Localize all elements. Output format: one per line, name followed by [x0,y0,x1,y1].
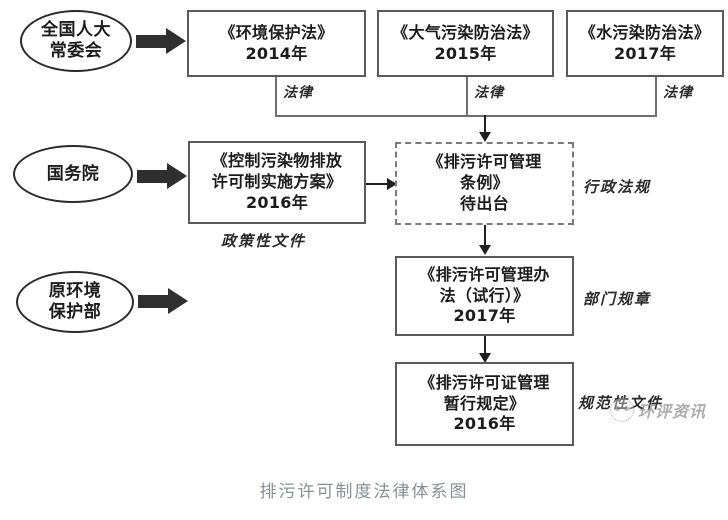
arrow-head [479,245,491,255]
arrow-plan-to-regulation [366,178,397,190]
law-title: 《水污染防治法》 [579,22,711,42]
tier-label-normative-document: 规范性文件 [578,394,664,412]
actor-label: 全国人大 常委会 [41,20,111,61]
arrow-npc-to-laws [136,28,186,54]
doc-year: 2016年 [245,192,309,212]
doc-title: 《排污许可管理办 法（试行）》 [419,264,550,305]
doc-emission-permit-interim-provisions[interactable]: 《排污许可证管理 暂行规定》 2016年 [395,362,574,446]
doc-emission-permit-implementation-plan[interactable]: 《控制污染物排放 许可制实施方案》 2016年 [188,141,366,224]
arrow-head [167,163,187,189]
connector-law1-drop [275,77,277,117]
actor-former-mep[interactable]: 原环境 保护部 [16,271,134,333]
doc-title: 《控制污染物排放 许可制实施方案》 [211,151,343,192]
actor-label: 原环境 保护部 [48,281,102,322]
arrow-regulation-to-measures [479,225,491,255]
arrow-shaft [137,170,167,183]
arrow-shaft [138,295,168,308]
law-year: 2015年 [434,43,497,63]
law-water-pollution-law[interactable]: 《水污染防治法》 2017年 [566,10,724,77]
connector-law2-drop [466,77,468,117]
actor-npc-standing-committee[interactable]: 全国人大 常委会 [20,10,132,72]
figure-caption: 排污许可制度法律体系图 [259,481,469,502]
doc-title: 《排污许可证管理 暂行规定》 [419,372,550,413]
tier-label-administrative-regulation: 行政法规 [583,178,652,196]
law-air-pollution-law[interactable]: 《大气污染防治法》 2015年 [377,10,554,77]
doc-emission-permit-regulation[interactable]: 《排污许可管理 条例》 待出台 [395,142,574,225]
tier-label-law-3: 法律 [663,85,693,101]
tier-label-policy-document: 政策性文件 [221,232,307,250]
doc-year: 2016年 [453,414,516,434]
arrow-shaft [136,35,166,48]
law-title: 《环境保护法》 [219,22,334,42]
arrow-head [387,178,397,190]
arrow-laws-to-regulation [479,115,491,142]
figure-caption-bar: 排污许可制度法律体系图 [0,458,728,520]
diagram-area: 全国人大 常委会 《环境保护法》 2014年 《大气污染防治法》 2015年 《… [13,10,724,446]
arrow-head [479,353,491,363]
doc-year: 2017年 [453,306,516,326]
tier-label-departmental-rule: 部门规章 [583,290,652,308]
doc-emission-permit-management-measures[interactable]: 《排污许可管理办 法（试行）》 2017年 [395,256,574,336]
doc-status: 待出台 [460,193,509,213]
law-title: 《大气污染防治法》 [392,22,539,42]
actor-state-council[interactable]: 国务院 [13,145,133,203]
arrow-head [168,288,188,314]
actor-label: 国务院 [46,163,100,184]
arrow-head [479,132,491,142]
law-environmental-protection-law[interactable]: 《环境保护法》 2014年 [187,10,366,77]
arrow-head [166,28,186,54]
law-year: 2017年 [613,43,677,63]
connector-law3-drop [655,77,657,117]
law-year: 2014年 [245,43,308,63]
connector-law-bus [275,115,657,117]
arrow-former-mep-to-measures [138,288,188,314]
doc-title: 《排污许可管理 条例》 [427,152,542,193]
tier-label-law-1: 法律 [283,85,313,101]
arrow-measures-to-provisions [479,336,491,363]
tier-label-law-2: 法律 [474,85,504,101]
arrow-state-council-to-plan [137,163,187,189]
